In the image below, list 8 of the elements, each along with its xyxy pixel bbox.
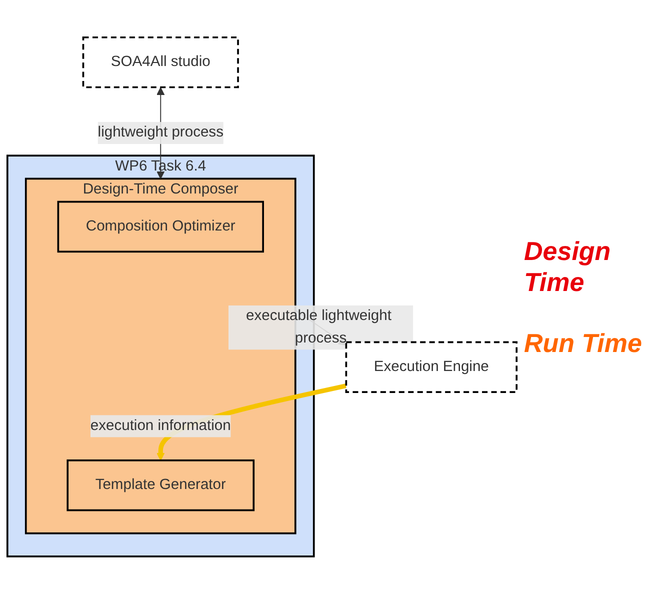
node-box: Template Generator bbox=[66, 460, 255, 512]
phase-label: Run Time bbox=[524, 328, 643, 358]
phase-label: Design Time bbox=[524, 236, 612, 298]
edge-label: lightweight process bbox=[98, 124, 224, 140]
node-box: Execution Engine bbox=[345, 341, 518, 394]
node-box: SOA4All studio bbox=[82, 36, 239, 88]
edge-label: execution information bbox=[90, 418, 231, 434]
node-box: Composition Optimizer bbox=[57, 200, 264, 253]
